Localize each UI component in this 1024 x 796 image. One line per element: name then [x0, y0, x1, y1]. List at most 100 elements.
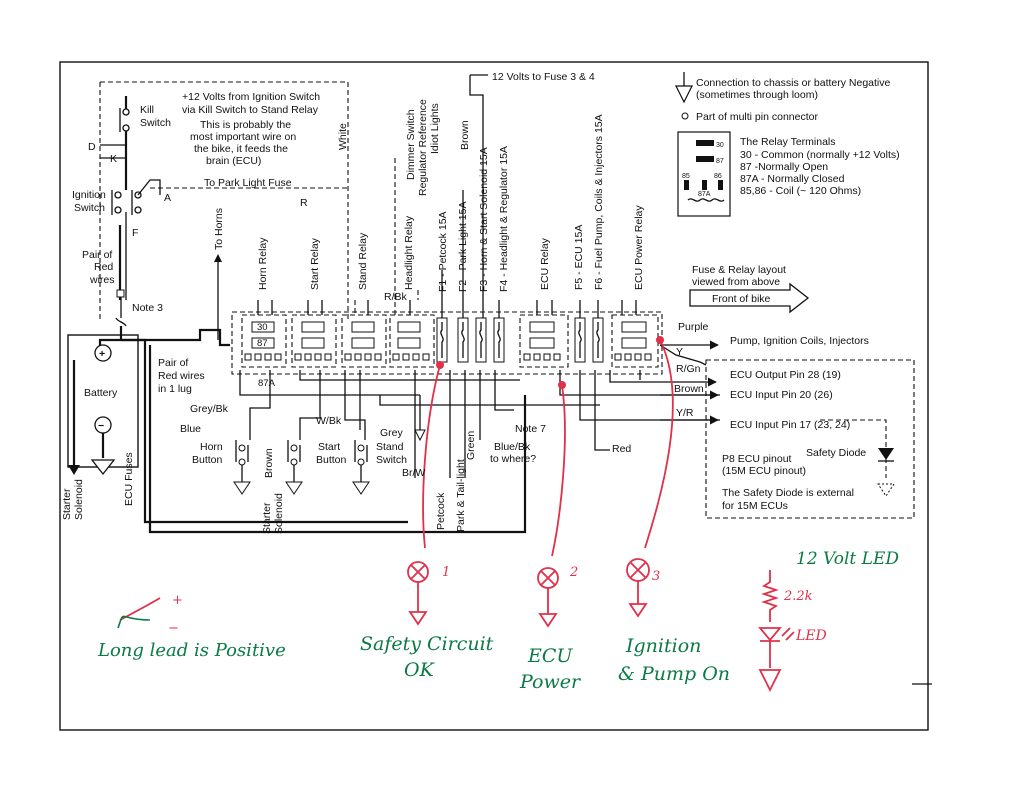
- legend-relay-terms: The Relay Terminals: [740, 136, 836, 148]
- label-purple: Purple: [678, 321, 709, 333]
- label-imp-3: the bike, it feeds the: [194, 143, 288, 155]
- label-horn-relay: Horn Relay: [257, 237, 269, 290]
- label-ign-2: via Kill Switch to Stand Relay: [182, 104, 319, 116]
- page-frame: [59, 61, 929, 731]
- label-wires: wires: [89, 274, 115, 286]
- label-grey-bk: Grey/Bk: [190, 403, 229, 415]
- label-front-bike: Front of bike: [712, 293, 771, 305]
- hw-num-3: 3: [652, 569, 660, 584]
- label-f: F: [132, 227, 138, 239]
- label-ecu-relay: ECU Relay: [539, 237, 551, 290]
- label-battery: Battery: [84, 387, 118, 399]
- label-12v-fuse: 12 Volts to Fuse 3 & 4: [492, 71, 595, 83]
- legend-pin-86: 86: [714, 173, 722, 180]
- label-pair-red-3: in 1 lug: [158, 383, 192, 395]
- hw-ign-2: & Pump On: [618, 663, 730, 685]
- label-f6: F6 - Fuel Pump, Coils & Injectors 15A: [593, 114, 605, 290]
- label-imp-4: brain (ECU): [206, 155, 261, 167]
- hw-led: LED: [795, 628, 827, 644]
- legend-icons: [675, 72, 731, 217]
- label-term-30: 30: [257, 322, 268, 333]
- label-brown: Brown: [263, 448, 275, 478]
- label-ign-switch: Switch: [74, 202, 105, 214]
- label-red-wire: Red: [612, 443, 631, 455]
- legend-rt87: 87 -Normally Open: [740, 161, 828, 173]
- label-ign-1: +12 Volts from Ignition Switch: [182, 91, 320, 103]
- label-to-park: To Park Light Fuse: [204, 177, 292, 189]
- legend-rt30: 30 - Common (normally +12 Volts): [740, 149, 900, 161]
- feed-wires: [214, 74, 637, 340]
- legend-rt8586: 85,86 - Coil (~ 120 Ohms): [740, 185, 861, 197]
- label-sd-ext-1: The Safety Diode is external: [722, 487, 854, 499]
- label-k: K: [110, 153, 117, 165]
- label-to-where: to where?: [490, 453, 536, 465]
- label-headlight-relay: Headlight Relay: [403, 215, 415, 290]
- label-note7: Note 7: [515, 423, 546, 435]
- label-stand: Stand: [376, 441, 404, 453]
- label-starter2-2: Solenoid: [273, 493, 285, 534]
- label-kill: Kill: [140, 104, 154, 116]
- label-term-87a: 87A: [258, 378, 276, 389]
- hw-minus: −: [168, 621, 179, 636]
- label-imp-2: most important wire on: [190, 131, 296, 143]
- legend-chassis-2: (sometimes through loom): [696, 89, 818, 101]
- horn-relay-box: [241, 314, 287, 368]
- label-term-87: 87: [257, 338, 268, 349]
- label-ignition: Ignition: [72, 189, 106, 201]
- hw-safety-2: OK: [404, 659, 436, 681]
- hw-ecu-1: ECU: [527, 645, 573, 667]
- label-horn-button: Button: [192, 454, 223, 466]
- label-starter2-1: Starter: [261, 502, 273, 534]
- label-blue-bk: Blue/Bk: [494, 441, 531, 453]
- label-f5: F5 - ECU 15A: [573, 225, 585, 290]
- label-starter-1: Starter: [61, 488, 73, 520]
- label-idiot: Idiot Lights: [429, 103, 441, 154]
- label-white: White: [337, 123, 349, 150]
- terminal-pins: [244, 353, 652, 361]
- label-to-horns: To Horns: [213, 208, 225, 250]
- label-ecu-power-relay: ECU Power Relay: [633, 205, 645, 290]
- label-imp-1: This is probably the: [200, 119, 291, 131]
- label-pair-red-2: Red wires: [158, 370, 205, 382]
- led-indicator-circuits: [117, 336, 795, 693]
- handwritten-notes: 12 Volt LED 2.2k LED + − Long lead is Po…: [97, 549, 899, 693]
- label-br-w: Br/W: [402, 467, 425, 479]
- label-f3: F3 - Horn & Start Solenoid 15A: [478, 147, 490, 292]
- label-kill-switch: Switch: [140, 117, 171, 129]
- hw-2-2k: 2.2k: [783, 589, 813, 604]
- label-fuse-layout-1: Fuse & Relay layout: [692, 264, 786, 276]
- battery-plus-sign: +: [99, 348, 105, 360]
- label-start-button: Button: [316, 454, 347, 466]
- legend-pin-30: 30: [716, 142, 724, 149]
- legend-pin-87: 87: [716, 158, 724, 165]
- label-d: D: [88, 141, 96, 153]
- label-brown-wire: Brown: [674, 383, 704, 395]
- label-petcock: Petcock: [435, 492, 447, 530]
- label-sd-ext-2: for 15M ECUs: [722, 500, 788, 512]
- label-p8-2: (15M ECU pinout): [722, 465, 806, 477]
- label-horn: Horn: [200, 441, 223, 453]
- label-pair-of: Pair of: [82, 249, 112, 261]
- label-grey: Grey: [380, 427, 404, 439]
- label-ecu-out: ECU Output Pin 28 (19): [730, 369, 841, 381]
- legend-pin-87a: 87A: [698, 191, 711, 198]
- hw-plus: +: [172, 593, 183, 608]
- label-y: Y: [676, 346, 683, 358]
- label-f1: F1 - Petcock 15A: [437, 211, 449, 292]
- labels: 12 Volts to Fuse 3 & 4 +12 Volts from Ig…: [61, 71, 900, 534]
- label-brown-top: Brown: [459, 120, 471, 150]
- label-safety-diode: Safety Diode: [806, 447, 866, 459]
- label-pair-red-1: Pair of: [158, 357, 188, 369]
- label-red: Red: [94, 261, 113, 273]
- label-stand-switch: Switch: [376, 454, 407, 466]
- label-stand-relay: Stand Relay: [357, 232, 369, 290]
- label-ecu-fuses: ECU Fuses: [123, 452, 135, 506]
- fuses-f5-f6: [574, 317, 604, 363]
- label-r: R: [300, 197, 308, 209]
- hw-12v-led: 12 Volt LED: [796, 549, 899, 569]
- ecu-relay-box: [519, 314, 569, 368]
- label-starter-2: Solenoid: [73, 479, 85, 520]
- label-a: A: [164, 192, 171, 204]
